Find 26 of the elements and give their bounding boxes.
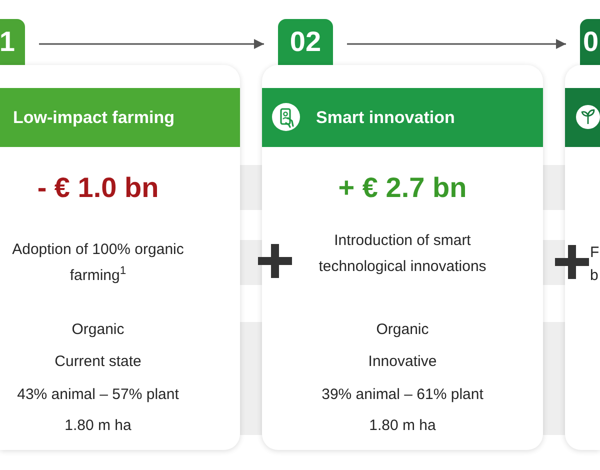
description-text: Introduction of smart technological innovations xyxy=(318,231,488,277)
detail-text: 1.80 m ha xyxy=(369,416,436,436)
detail-text: Innovative xyxy=(368,352,437,372)
detail-text: Organic xyxy=(376,320,429,340)
header-title: Low-impact farming xyxy=(13,106,175,129)
detail-text: 39% animal – 61% plant xyxy=(322,385,484,405)
step-number-badge: 1 xyxy=(0,19,25,65)
cost-value: - € 1.0 bn xyxy=(37,174,159,202)
detail-text: Current state xyxy=(54,352,142,372)
detail-text: 1.80 m ha xyxy=(64,416,132,436)
step-number-badge: 02 xyxy=(278,19,333,65)
step-number-badge: 0 xyxy=(580,19,600,65)
header-band xyxy=(0,88,240,147)
cost-value: + € 2.7 bn xyxy=(338,174,467,202)
scenario-card xyxy=(262,65,543,450)
description-text: Adoption of 100% organic farming$^{1}$ xyxy=(11,240,185,286)
scenario-card xyxy=(0,65,240,450)
header-band xyxy=(262,88,543,147)
detail-text: Organic xyxy=(72,320,124,340)
detail-text: 43% animal – 57% plant xyxy=(17,385,179,405)
header-title: Smart innovation xyxy=(316,106,455,129)
arrow xyxy=(347,39,566,49)
header-band xyxy=(565,88,600,147)
description-text: F b xyxy=(590,243,600,286)
scenario-card xyxy=(565,65,600,450)
arrow xyxy=(39,39,264,49)
